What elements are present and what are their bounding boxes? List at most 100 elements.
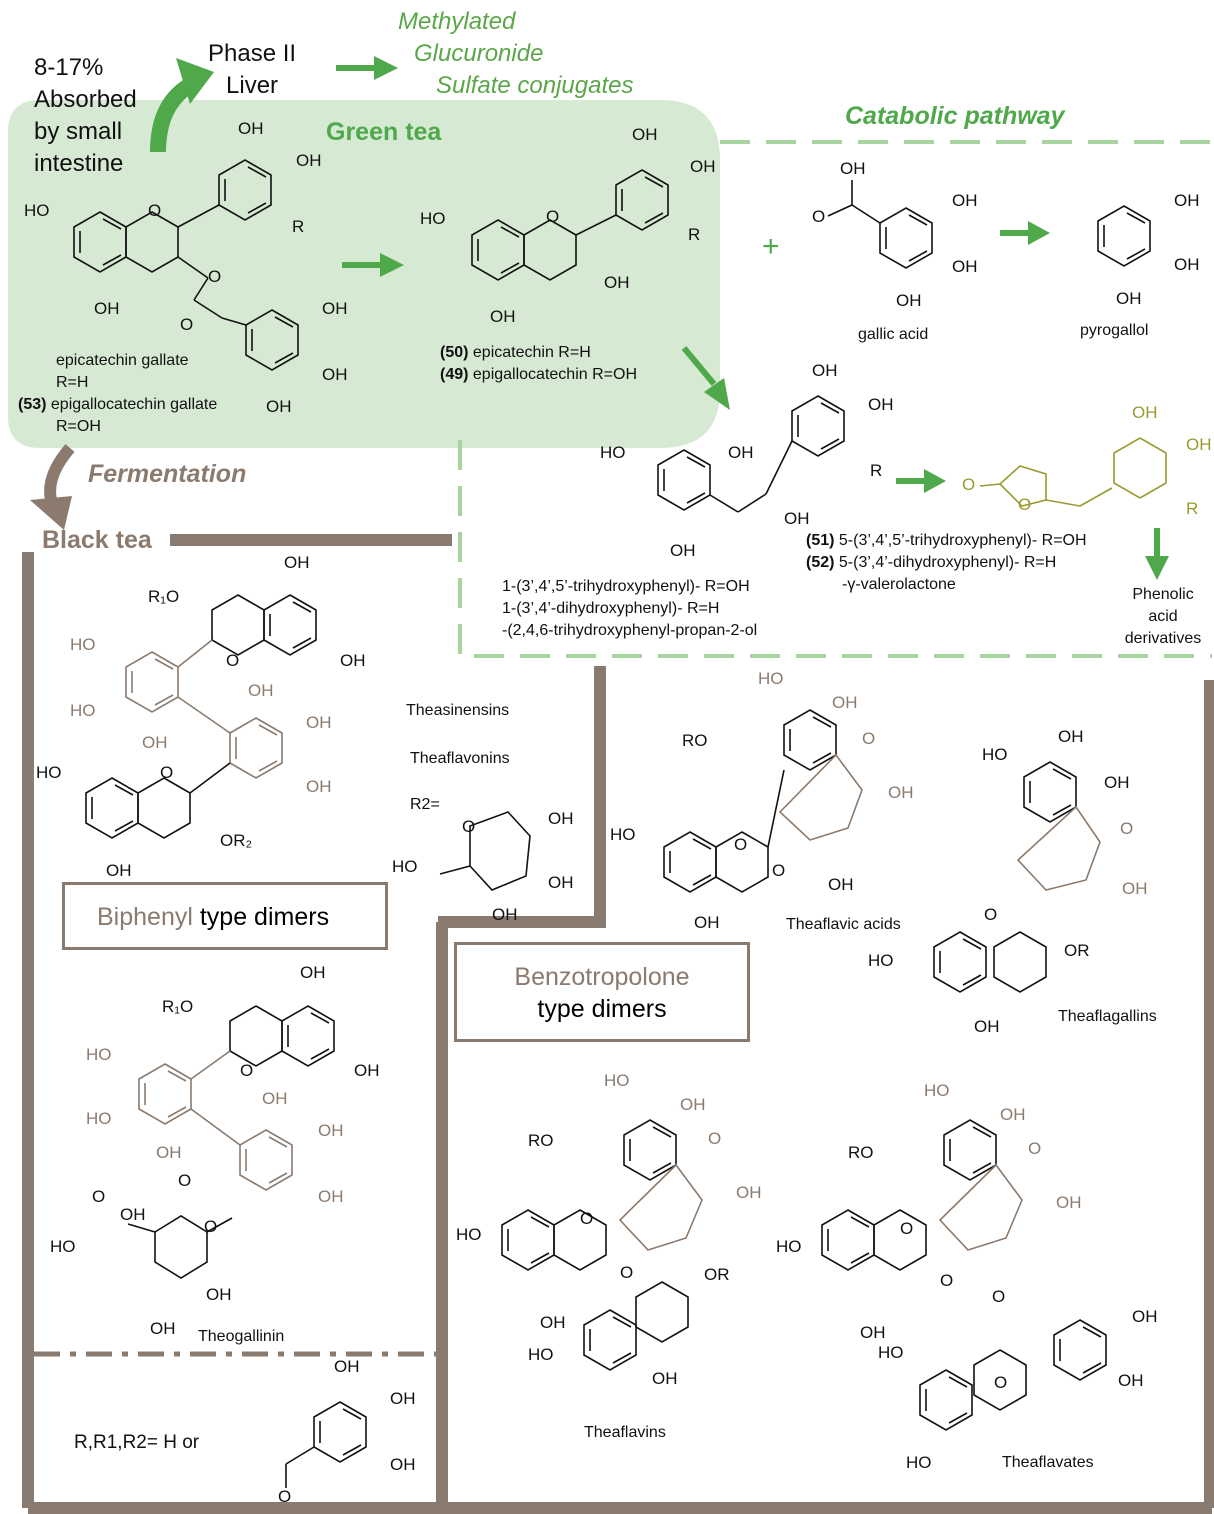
theaflavic-label: Theaflavic acids <box>786 916 901 933</box>
r-definition: R,R1,R2= H or <box>74 1432 200 1453</box>
theaflagallin-structure <box>933 761 1101 993</box>
ec-structure <box>471 169 669 281</box>
atom-label: OH <box>868 395 894 414</box>
atom-label: HO <box>70 635 96 654</box>
atom-label: OH <box>354 1061 380 1080</box>
atom-label: OH <box>266 397 292 416</box>
atom-label: O <box>994 1373 1008 1392</box>
valerolactone-structure <box>979 437 1167 507</box>
atom-label: R <box>688 225 701 244</box>
plus-sign: + <box>762 230 780 263</box>
phase2-label: Phase II Liver <box>208 40 297 99</box>
atom-label: HO <box>610 825 636 844</box>
benzotropolone-box: Benzotropolone type dimers <box>454 942 750 1042</box>
atom-label: OH <box>106 861 132 880</box>
atom-label: OH <box>896 291 922 310</box>
atom-label: OH <box>248 681 274 700</box>
atom-label: OH <box>1122 879 1148 898</box>
atom-label: OH <box>1174 255 1200 274</box>
sugar-structure <box>439 811 531 891</box>
atom-label: OH <box>828 875 854 894</box>
atom-label: O <box>812 207 826 226</box>
green-tea-panel <box>8 100 720 448</box>
atom-label: OH <box>306 777 332 796</box>
phenolic-caption: Phenolic acid derivatives <box>1124 586 1202 647</box>
atom-label: OH <box>548 873 574 892</box>
atom-label: OH <box>1132 1307 1158 1326</box>
theaflavic-structure <box>663 709 863 893</box>
atom-label: R <box>1186 499 1199 518</box>
atom-label: HO <box>50 1237 76 1256</box>
atom-label: OH <box>680 1095 706 1114</box>
atom-label: OH <box>888 783 914 802</box>
pyrogallol-caption: pyrogallol <box>1080 322 1149 339</box>
atom-label: OH <box>206 1285 232 1304</box>
atom-label: OH <box>812 361 838 380</box>
atom-label: R <box>292 217 305 236</box>
atom-label: O <box>226 651 240 670</box>
atom-label: HO <box>528 1345 554 1364</box>
propanol-caption: 1-(3’,4’,5’-trihydroxyphenyl)- R=OH 1-(3… <box>502 578 758 639</box>
atom-label: OH <box>694 913 720 932</box>
atom-label: O <box>734 835 748 854</box>
atom-label: OH <box>1058 727 1084 746</box>
atom-label: RO <box>682 731 708 750</box>
atom-label: O <box>900 1219 914 1238</box>
atom-label: O <box>204 1217 218 1236</box>
atom-label: HO <box>758 669 784 688</box>
atom-label: OH <box>284 553 310 572</box>
theaflavin-structure <box>501 1119 703 1371</box>
atom-label: R₁O <box>148 587 180 606</box>
valerolactone-caption: (51) 5-(3’,4’,5’-trihydroxyphenyl)- R=OH… <box>806 532 1087 593</box>
gallic-caption: gallic acid <box>858 326 929 343</box>
atom-label: OH <box>94 299 120 318</box>
atom-label: OH <box>390 1389 416 1408</box>
atom-label: O <box>962 475 976 494</box>
atom-label: OH <box>540 1313 566 1332</box>
atom-label: O <box>1028 1139 1042 1158</box>
atom-label: O <box>940 1271 954 1290</box>
atom-label: OH <box>784 509 810 528</box>
atom-label: OH <box>604 273 630 292</box>
theaflavates-label: Theaflavates <box>1002 1454 1094 1471</box>
ecg-structure <box>73 159 299 371</box>
atom-label: OH <box>322 365 348 384</box>
theasinensin-structure <box>85 594 317 839</box>
galloyl-r-structure <box>285 1401 367 1488</box>
atom-label: OH <box>652 1369 678 1388</box>
atom-label: O <box>772 861 786 880</box>
atom-label: OH <box>318 1121 344 1140</box>
atom-label: OH <box>490 307 516 326</box>
atom-label: HO <box>600 443 626 462</box>
atom-label: OH <box>120 1205 146 1224</box>
atom-label: O <box>178 1171 192 1190</box>
propanol-structure <box>657 395 845 513</box>
theaflavins-label: Theaflavins <box>584 1424 666 1441</box>
atom-label: OH <box>1056 1193 1082 1212</box>
green-tea-title: Green tea <box>326 118 442 146</box>
atom-label: HO <box>924 1081 950 1100</box>
atom-label: O <box>278 1487 292 1506</box>
atom-label: O <box>160 763 174 782</box>
pyrogallol-structure <box>1097 205 1151 267</box>
atom-label: OH <box>1104 773 1130 792</box>
ecg-caption: epicatechin gallate R=H <box>56 352 189 391</box>
atom-label: O <box>546 207 560 226</box>
atom-label: HO <box>456 1225 482 1244</box>
atom-label: OH <box>340 651 366 670</box>
ec-caption: (50) epicatechin R=H (49) epigallocatech… <box>440 344 637 383</box>
atom-label: O <box>240 1061 254 1080</box>
atom-label: HO <box>392 857 418 876</box>
atom-label: HO <box>604 1071 630 1090</box>
atom-label: OH <box>1186 435 1212 454</box>
atom-label: OH <box>306 713 332 732</box>
atom-label: HO <box>420 209 446 228</box>
atom-label: OH <box>322 299 348 318</box>
theasinensins-label: Theasinensins <box>406 702 510 719</box>
atom-label: OH <box>974 1017 1000 1036</box>
green-arrows <box>336 56 1169 580</box>
atom-label: OH <box>262 1089 288 1108</box>
egcg-caption: (53) epigallocatechin gallate R=OH <box>18 396 218 435</box>
atom-label: OH <box>1174 191 1200 210</box>
atom-label: O <box>180 315 194 334</box>
